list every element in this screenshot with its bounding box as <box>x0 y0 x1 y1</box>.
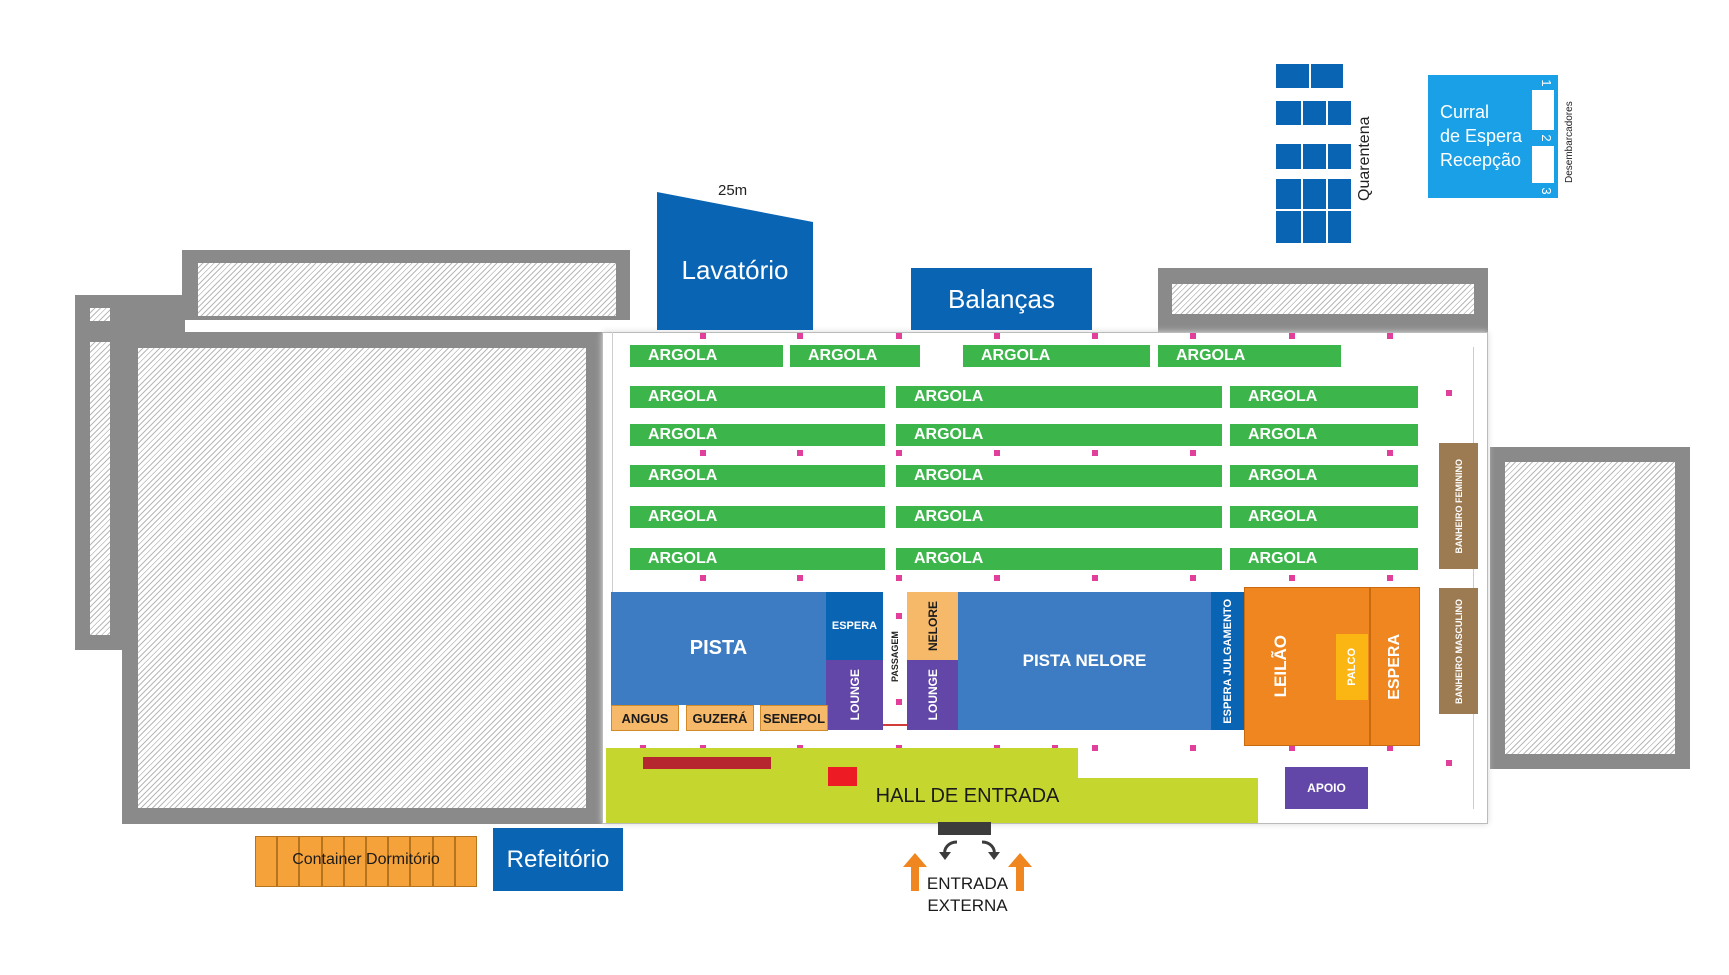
entrance-door <box>938 822 991 835</box>
argola-stall: ARGOLA <box>1230 548 1418 570</box>
hall-label: HALL DE ENTRADA <box>875 785 1060 807</box>
lavatorio-label: Lavatório <box>681 255 789 285</box>
argola-stall: ARGOLA <box>896 465 1222 487</box>
curved-arrow-icon <box>981 840 1000 860</box>
argola-stall: ARGOLA <box>630 386 885 408</box>
espera-julgamento: ESPERA JULGAMENTO <box>1211 592 1244 730</box>
argola-stall: ARGOLA <box>630 548 885 570</box>
balancas-label: Balanças <box>948 283 1055 314</box>
red-divider <box>883 724 907 726</box>
desembarcadores-label: Desembarcadores <box>1564 101 1575 183</box>
pavilion-inner-line-2 <box>1473 347 1474 809</box>
container-dormitorio <box>255 836 478 887</box>
banheiro-feminino: BANHEIRO FEMININO <box>1439 443 1478 569</box>
argola-stall: ARGOLA <box>896 506 1222 528</box>
marker <box>1387 333 1393 339</box>
argola-stall: ARGOLA <box>1230 506 1418 528</box>
marker <box>1190 450 1196 456</box>
argola-stall: ARGOLA <box>896 386 1222 408</box>
marker <box>1387 575 1393 581</box>
marker <box>896 613 902 619</box>
argola-stall: ARGOLA <box>630 424 885 446</box>
marker <box>797 450 803 456</box>
argola-stall: ARGOLA <box>1158 345 1341 367</box>
marker <box>1092 450 1098 456</box>
quarentena-pen <box>1275 63 1310 89</box>
curved-arrow-icon <box>939 840 958 860</box>
marker <box>1190 745 1196 751</box>
scale-label: 25m <box>718 182 748 199</box>
marker <box>1092 745 1098 751</box>
marker <box>1092 333 1098 339</box>
espera-leilao: ESPERA <box>1370 587 1420 746</box>
marker <box>1446 760 1452 766</box>
marker <box>896 575 902 581</box>
marker <box>1446 390 1452 396</box>
argola-stall: ARGOLA <box>1230 465 1418 487</box>
container-label: Container Dormitório <box>292 851 440 868</box>
marker <box>1092 575 1098 581</box>
banheiro-masculino: BANHEIRO MASCULINO <box>1439 588 1478 714</box>
guzera-pen: GUZERÁ <box>686 705 754 731</box>
marker <box>797 333 803 339</box>
up-arrow-icon <box>903 853 927 891</box>
apoio-room: APOIO <box>1285 767 1368 809</box>
pavilion-inner-line <box>612 332 613 705</box>
refeitorio-block: Refeitório <box>493 828 623 891</box>
marker <box>700 575 706 581</box>
hall-red-square <box>828 767 857 786</box>
marker <box>1387 745 1393 751</box>
nelore-pen: NELORE <box>907 592 958 660</box>
dock-3: 3 <box>1539 187 1554 195</box>
passagem-label: PASSAGEM <box>890 631 900 682</box>
marker <box>1289 575 1295 581</box>
argola-stall: ARGOLA <box>1230 424 1418 446</box>
argola-stall: ARGOLA <box>790 345 920 367</box>
curral-label: Curral de Espera Recepção <box>1440 102 1523 170</box>
marker <box>896 333 902 339</box>
lounge-left: LOUNGE <box>826 660 883 730</box>
palco-stage: PALCO <box>1336 634 1368 700</box>
marker <box>1289 333 1295 339</box>
curral-block <box>1428 75 1528 198</box>
balancas-block: Balanças <box>911 268 1092 330</box>
marker <box>994 575 1000 581</box>
senepol-pen: SENEPOL <box>760 705 828 731</box>
entrada-label: ENTRADA EXTERNA <box>926 874 1009 915</box>
up-arrow-icon <box>1008 853 1032 891</box>
dock-1: 1 <box>1539 79 1554 87</box>
argola-stall: ARGOLA <box>1230 386 1418 408</box>
marker <box>1289 745 1295 751</box>
marker <box>1190 333 1196 339</box>
marker <box>797 575 803 581</box>
marker <box>1190 575 1196 581</box>
quarentena-label: Quarentena <box>1356 116 1373 201</box>
argola-stall: ARGOLA <box>630 506 885 528</box>
argola-stall: ARGOLA <box>630 345 783 367</box>
marker <box>700 450 706 456</box>
angus-pen: ANGUS <box>611 705 679 731</box>
pista-nelore-arena: PISTA NELORE <box>958 592 1211 730</box>
espera-small: ESPERA <box>826 592 883 660</box>
argola-stall: ARGOLA <box>896 424 1222 446</box>
marker <box>896 450 902 456</box>
marker <box>1387 450 1393 456</box>
argola-stall: ARGOLA <box>896 548 1222 570</box>
marker <box>896 699 902 705</box>
leilao-block: LEILÃO <box>1244 587 1370 746</box>
hall-counter <box>643 757 771 769</box>
marker <box>994 333 1000 339</box>
marker <box>994 450 1000 456</box>
lounge-right: LOUNGE <box>907 660 958 730</box>
dock-2: 2 <box>1539 134 1554 142</box>
lavatorio-block <box>657 192 813 330</box>
marker <box>700 333 706 339</box>
argola-stall: ARGOLA <box>963 345 1150 367</box>
pista-arena: PISTA <box>611 592 826 705</box>
argola-stall: ARGOLA <box>630 465 885 487</box>
